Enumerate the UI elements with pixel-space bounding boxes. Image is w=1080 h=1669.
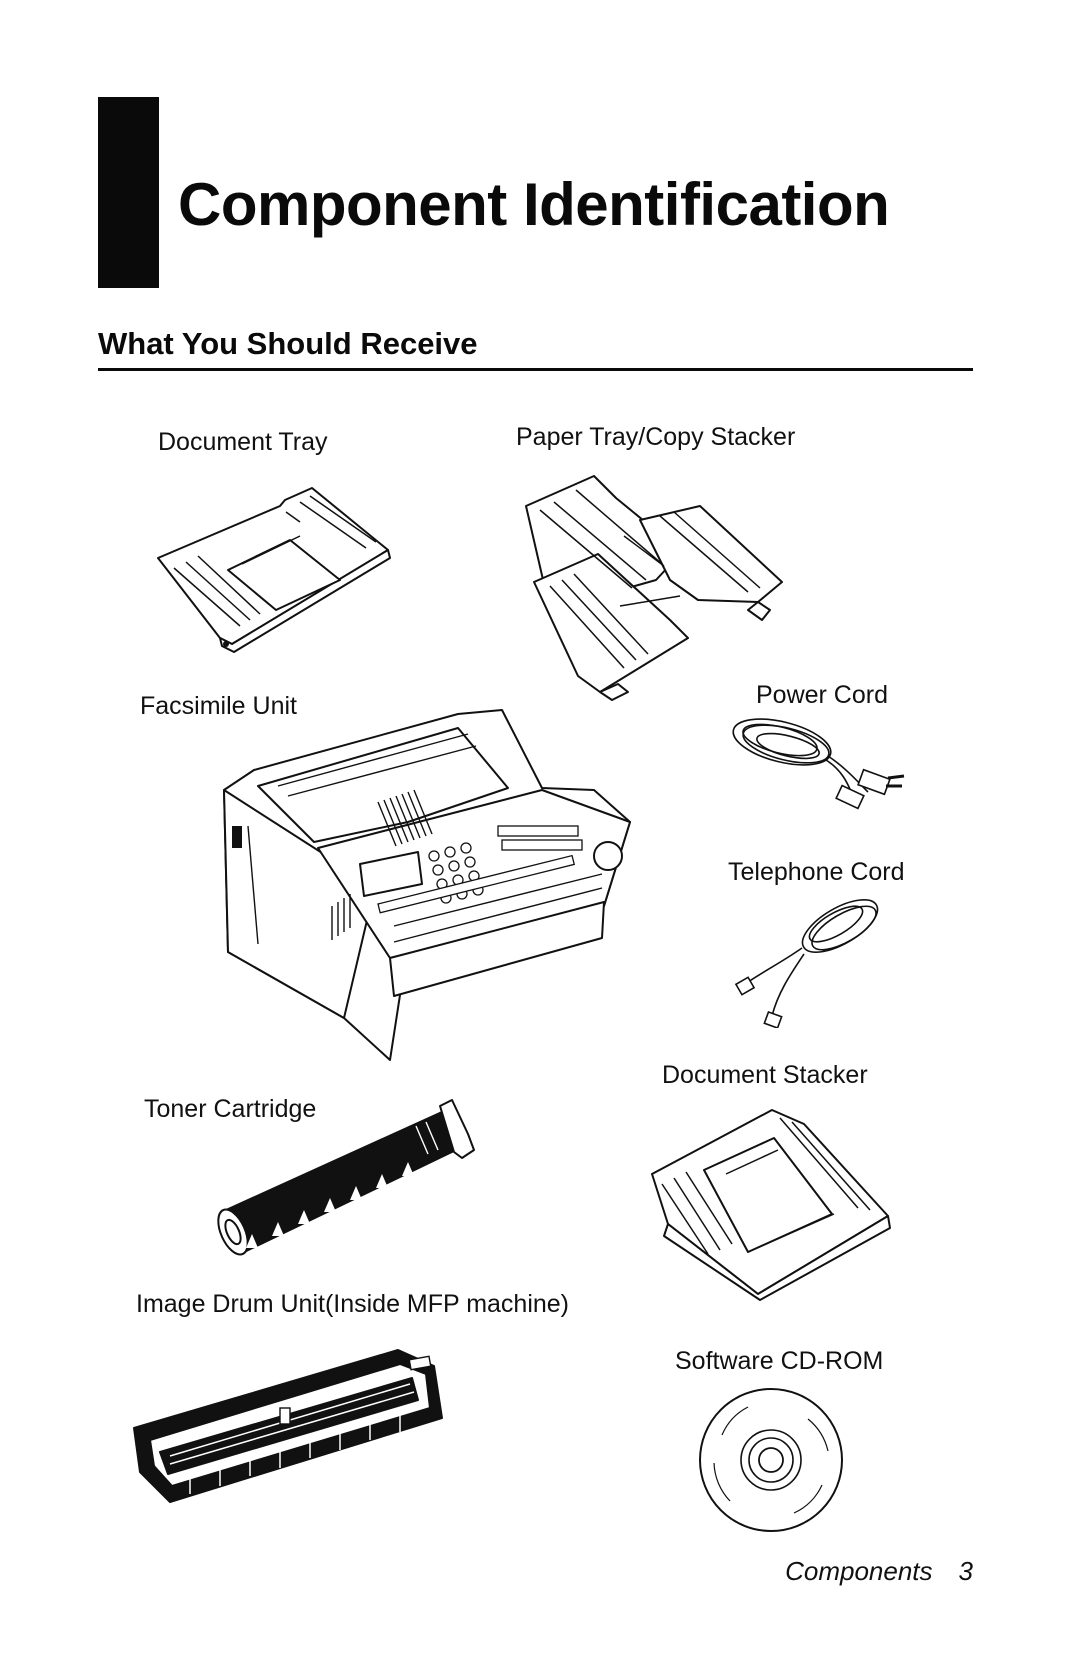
section-divider <box>98 368 973 371</box>
toner-cartridge-label: Toner Cartridge <box>144 1095 317 1123</box>
document-stacker-illustration <box>648 1104 894 1302</box>
chapter-bar <box>98 97 159 288</box>
toner-cartridge-illustration <box>216 1098 476 1266</box>
document-tray-illustration <box>150 478 400 654</box>
fax-machine-illustration <box>218 706 644 1068</box>
page-footer: Components 3 <box>785 1556 973 1587</box>
telephone-cord-label: Telephone Cord <box>728 858 905 886</box>
power-cord-label: Power Cord <box>756 681 888 709</box>
page-number: 3 <box>958 1556 973 1586</box>
footer-section-name: Components <box>785 1556 933 1586</box>
paper-tray-illustration <box>520 470 790 702</box>
page-title: Component Identification <box>178 171 890 238</box>
paper-tray-label: Paper Tray/Copy Stacker <box>516 423 796 451</box>
section-heading: What You Should Receive <box>98 326 478 361</box>
document-tray-label: Document Tray <box>158 428 328 456</box>
software-cd-label: Software CD-ROM <box>675 1347 884 1375</box>
facsimile-unit-label: Facsimile Unit <box>140 692 297 720</box>
image-drum-illustration <box>130 1344 446 1508</box>
image-drum-label: Image Drum Unit(Inside MFP machine) <box>136 1290 570 1318</box>
cd-rom-illustration <box>696 1385 846 1535</box>
document-stacker-label: Document Stacker <box>662 1061 868 1089</box>
power-cord-illustration <box>728 712 912 810</box>
telephone-cord-illustration <box>732 896 902 1028</box>
